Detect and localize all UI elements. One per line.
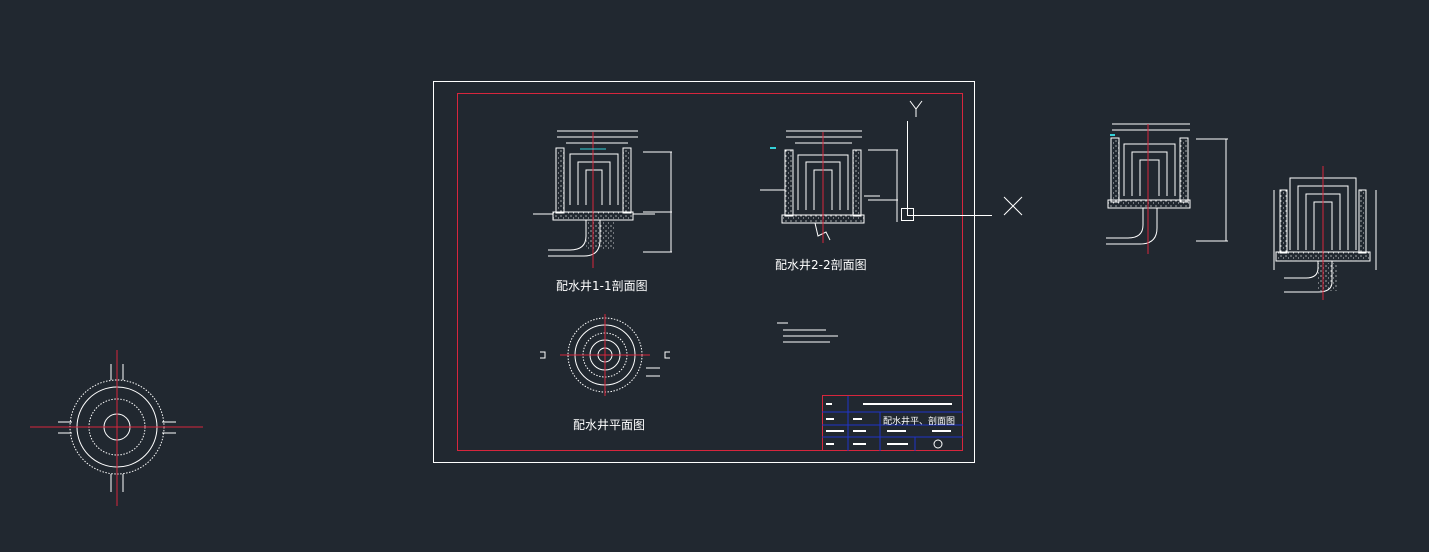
section-2-2-title: 配水井2-2剖面图: [775, 258, 867, 272]
right-wall-outer: [622, 147, 632, 214]
left-wall-outer: [784, 149, 794, 217]
right-wall-outer: [1358, 189, 1367, 254]
pipe-stub-left: [58, 421, 72, 434]
pipe-stub-bottom: [110, 474, 124, 492]
section-marker: [664, 351, 670, 359]
sheet-number-circle: [933, 439, 943, 449]
outlet-pipe: [1106, 208, 1158, 245]
model-space-section-copy-2[interactable]: [1273, 166, 1377, 300]
left-wall-outer: [555, 147, 565, 214]
pipe-encasement: [586, 222, 614, 250]
outlet-pipe: [1284, 261, 1319, 279]
titleblock-drawing-name: 配水井平、剖面图: [883, 417, 956, 427]
ucs-y-glyph: [909, 100, 923, 117]
outlet-pipe: [548, 220, 587, 251]
plan-view-title: 配水井平面图: [573, 418, 646, 432]
right-wall-outer: [852, 149, 862, 217]
ucs-x-glyph: [1003, 196, 1023, 216]
plan-view-drawing[interactable]: [540, 314, 670, 396]
inner-wall: [569, 153, 619, 205]
title-block[interactable]: [822, 395, 963, 452]
drawing-sheet[interactable]: [433, 81, 975, 463]
inner-wall: [1123, 143, 1176, 196]
ucs-icon: [901, 100, 1023, 221]
design-notes: [777, 322, 838, 343]
pipe-stub-top: [110, 364, 124, 380]
titleblock-grid: [822, 396, 963, 451]
model-space-section-copy-1[interactable]: [1106, 123, 1228, 254]
inner-wall: [585, 169, 603, 205]
section-1-1-drawing[interactable]: [533, 130, 672, 268]
section-2-2-drawing[interactable]: [760, 130, 898, 243]
inner-wall: [1139, 159, 1160, 196]
right-wall-outer: [1179, 137, 1189, 203]
left-wall-outer: [1279, 189, 1288, 254]
pipe-stub-right: [162, 421, 176, 434]
model-space-plan-copy[interactable]: [30, 350, 203, 506]
outlet-pipe: [1106, 208, 1144, 239]
sheet-outer-border: [433, 81, 975, 463]
titleblock-fields: [826, 403, 952, 445]
section-marker: [540, 351, 546, 359]
ucs-origin-box: [901, 208, 914, 221]
titleblock-border: [822, 395, 963, 451]
inner-wall: [577, 161, 611, 205]
break-line: [814, 222, 831, 241]
inner-wall: [1131, 151, 1168, 196]
left-wall-outer: [1110, 137, 1120, 203]
sheet-inner-border: [457, 93, 963, 451]
base-slab: [1107, 199, 1191, 209]
pipe-encasement: [1318, 263, 1338, 291]
section-1-1-title: 配水井1-1剖面图: [556, 279, 648, 293]
